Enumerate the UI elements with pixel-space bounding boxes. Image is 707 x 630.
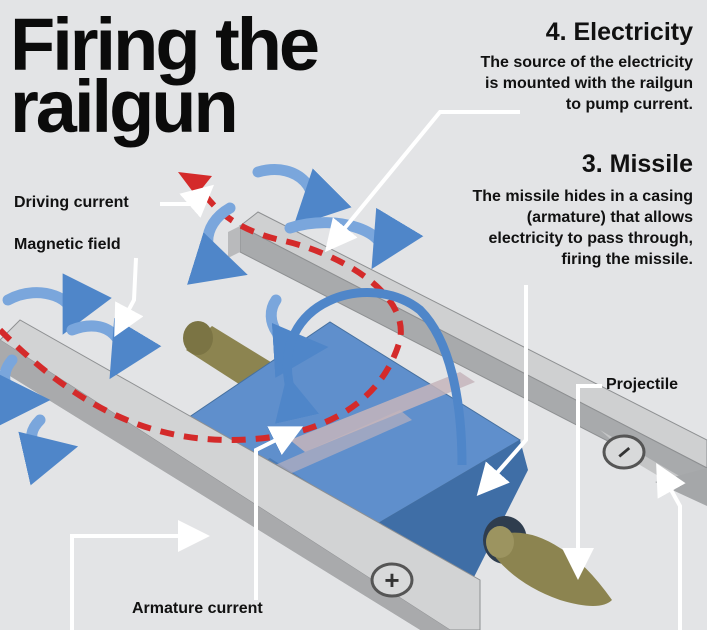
text-line: The source of the electricity (480, 54, 693, 71)
lower-rail (0, 319, 707, 630)
step-missile-heading: 3. Missile (581, 150, 693, 178)
magnetic-field-label: Magnetic field (14, 236, 121, 253)
pointer-rail-right (656, 463, 686, 630)
text-line: to pump current. (565, 96, 693, 113)
step-electricity-heading: 4. Electricity (545, 18, 693, 46)
pointer-armature-current (254, 426, 304, 600)
projectile-label: Projectile (606, 376, 679, 393)
text-line: firing the missile. (561, 251, 693, 268)
page-title: Firing the railgun (10, 8, 320, 144)
plus-terminal-label: + (384, 565, 399, 595)
magnetic-field-loops (0, 164, 424, 486)
title-line-2: railgun (10, 65, 239, 148)
text-line: The missile hides in a casing (472, 188, 693, 205)
current-direction-arrow-icon (178, 172, 212, 196)
text-line: electricity to pass through, (488, 230, 693, 247)
text-line: is mounted with the railgun (485, 75, 693, 92)
pointer-driving-current (160, 184, 215, 218)
current-path (0, 178, 404, 444)
step-electricity-text: The source of the electricity is mounted… (480, 52, 693, 115)
driving-current-label: Driving current (14, 194, 129, 211)
pointer-magnetic-field (114, 257, 144, 338)
title-line-1: Firing the (10, 3, 320, 86)
pointer-rail-left (70, 520, 210, 630)
armature-current-label: Armature current (132, 600, 263, 617)
pointer-projectile (562, 384, 602, 580)
armature-field-arc (274, 288, 467, 466)
projectile-front (483, 516, 612, 606)
minus-terminal-icon: − (602, 434, 646, 470)
text-line: (armature) that allows (526, 209, 693, 226)
plus-terminal-icon: + (370, 562, 414, 598)
pointer-missile (476, 285, 528, 497)
step-missile-text: The missile hides in a casing (armature)… (472, 186, 693, 270)
pointer-electricity (324, 110, 520, 253)
pointer-arrow-icon (70, 110, 686, 630)
